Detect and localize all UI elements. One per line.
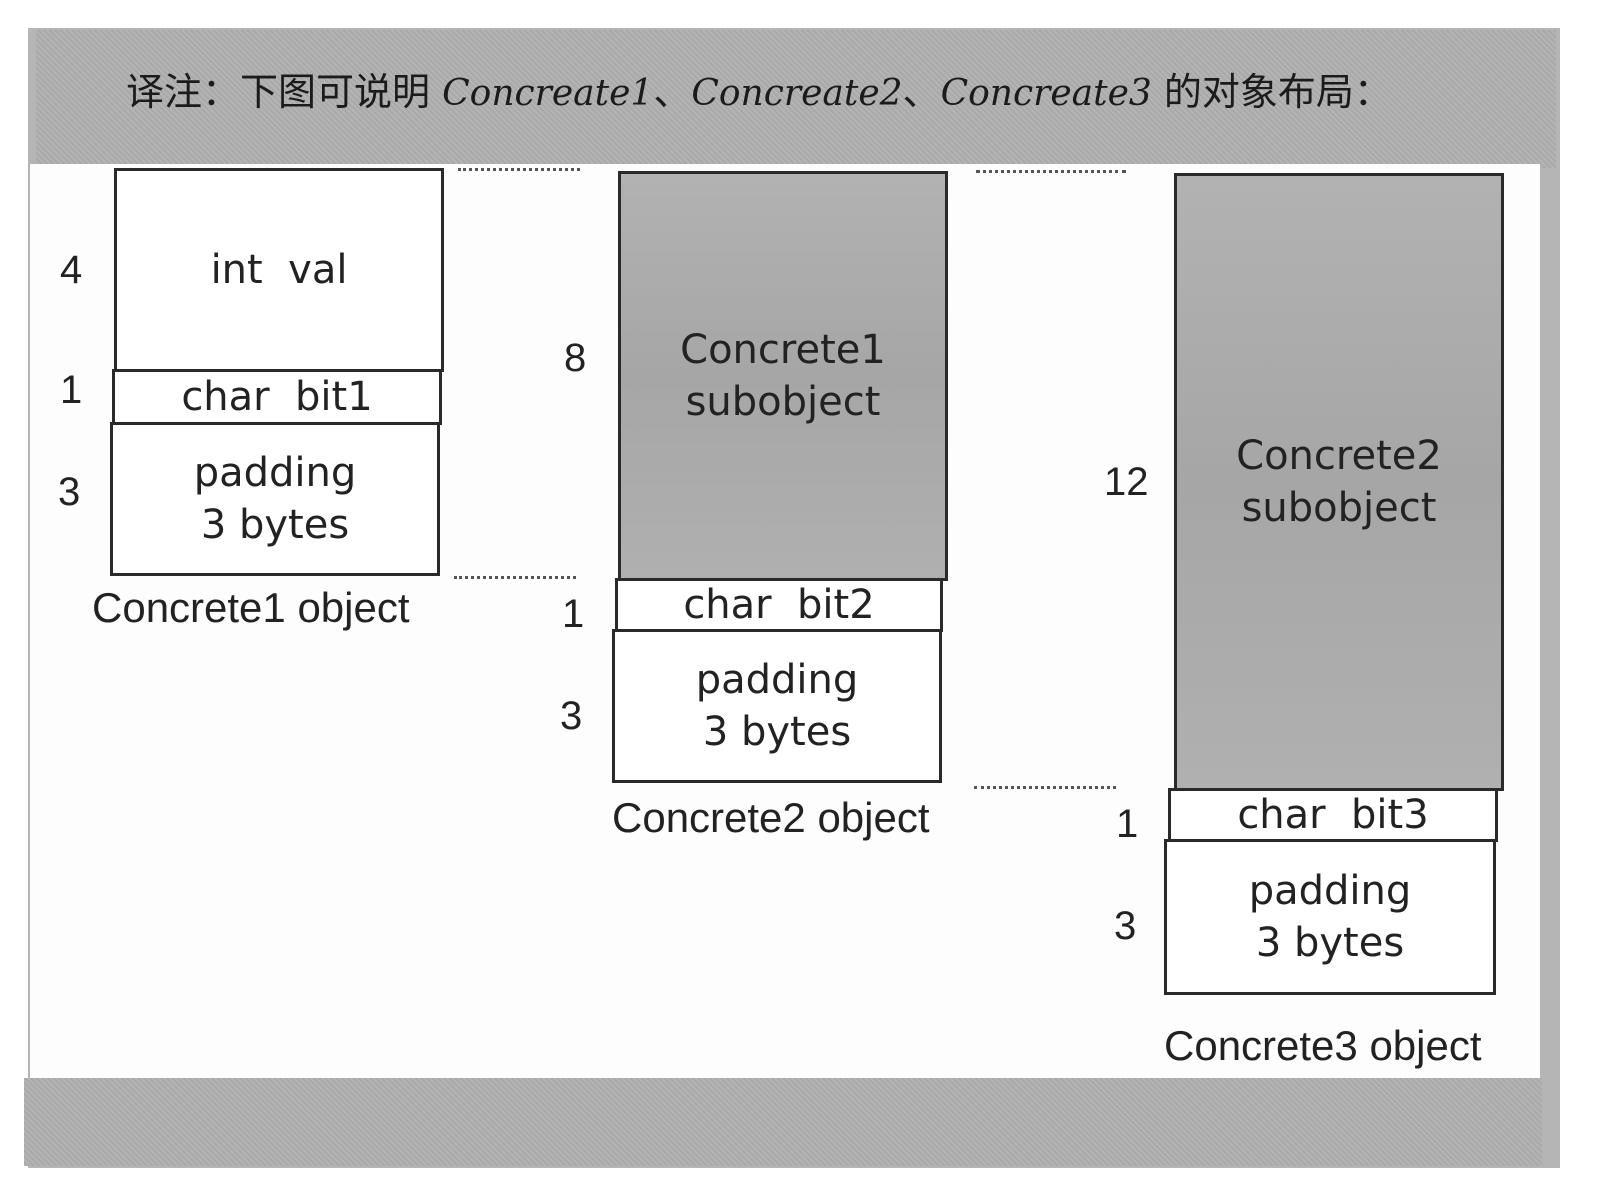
- c2-padding-field: padding 3 bytes: [612, 629, 942, 783]
- connector-bottom-2: [974, 786, 1116, 789]
- figure-caption: 译注：下图可说明 Concreate1、Concreate2、Concreate…: [126, 62, 1526, 122]
- c1-size-char: 1: [60, 368, 83, 412]
- c1-padding-bytes: 3 bytes: [200, 502, 350, 548]
- c1-padding-field: padding 3 bytes: [110, 422, 440, 576]
- c1-char-bit1-field: char bit1: [112, 369, 442, 425]
- c3-char-bit3-label: char bit3: [1237, 792, 1429, 838]
- connector-bottom-1: [454, 576, 576, 579]
- c1-size-padding: 3: [58, 470, 81, 514]
- c3-padding-field: padding 3 bytes: [1164, 839, 1496, 995]
- c2-subobject-name: Concrete1: [680, 327, 886, 373]
- caption-class1: Concreate1: [442, 73, 654, 114]
- c1-int-val-label: int val: [210, 247, 348, 293]
- c3-size-char: 1: [1116, 802, 1139, 846]
- c3-size-padding: 3: [1114, 904, 1137, 948]
- c3-object-label: Concrete3 object: [1164, 1022, 1482, 1069]
- c1-object-label: Concrete1 object: [92, 584, 410, 631]
- c1-size-int: 4: [60, 248, 83, 292]
- c3-padding-bytes: 3 bytes: [1255, 920, 1405, 966]
- c3-padding-label: padding: [1248, 868, 1412, 914]
- c1-padding-label: padding: [193, 450, 357, 496]
- c2-padding-label: padding: [695, 657, 859, 703]
- caption-sep1: 、: [653, 70, 692, 114]
- c2-size-padding: 3: [560, 694, 583, 738]
- c2-char-bit2-label: char bit2: [683, 582, 875, 628]
- connector-top-1: [458, 168, 580, 171]
- c1-char-bit1-label: char bit1: [181, 374, 373, 420]
- header-band: [36, 30, 1556, 168]
- c1-int-val-field: int val: [114, 168, 444, 372]
- footer-band: [24, 1078, 1542, 1166]
- c2-padding-bytes: 3 bytes: [702, 709, 852, 755]
- c3-concrete2-subobject: Concrete2 subobject: [1174, 173, 1504, 791]
- c2-char-bit2-field: char bit2: [615, 578, 943, 632]
- caption-prefix: 译注：下图可说明: [126, 70, 443, 114]
- c2-size-subobject: 8: [564, 336, 587, 380]
- c2-subobject-word: subobject: [685, 379, 881, 425]
- caption-sep2: 、: [902, 70, 941, 114]
- caption-suffix: 的对象布局：: [1151, 70, 1392, 114]
- c2-size-char: 1: [562, 592, 585, 636]
- c3-subobject-word: subobject: [1241, 485, 1437, 531]
- c3-size-subobject: 12: [1104, 460, 1149, 504]
- c2-concrete1-subobject: Concrete1 subobject: [618, 171, 948, 581]
- c3-subobject-name: Concrete2: [1236, 433, 1442, 479]
- c2-object-label: Concrete2 object: [612, 794, 930, 841]
- caption-class3: Concreate3: [940, 73, 1152, 114]
- c3-char-bit3-field: char bit3: [1168, 788, 1498, 842]
- connector-top-2: [976, 170, 1126, 173]
- caption-class2: Concreate2: [691, 73, 903, 114]
